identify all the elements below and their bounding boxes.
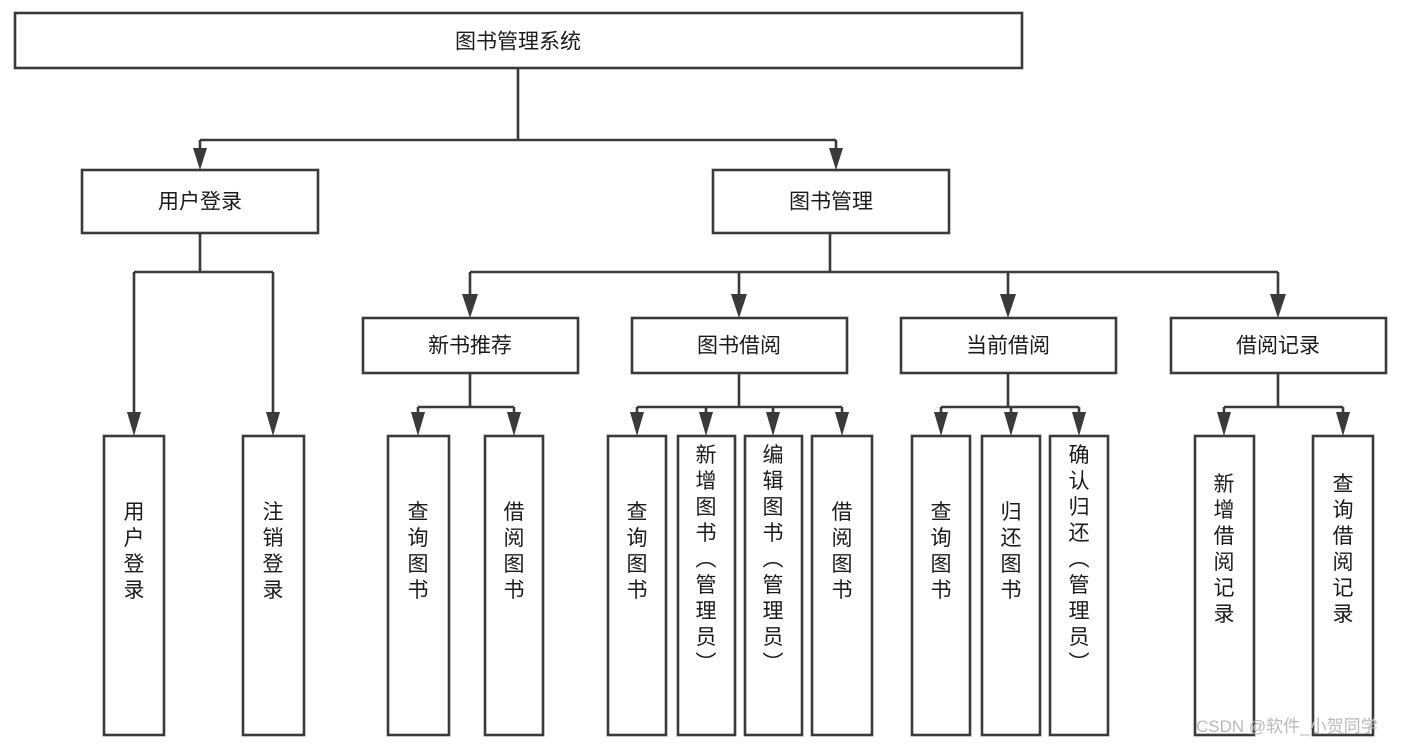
- arrow-head-leaf-logout: [266, 412, 280, 436]
- node-new-book-recommend-box[interactable]: [361, 316, 580, 375]
- arrow-head-borrow-records: [1270, 294, 1286, 318]
- node-leaf-logout-box[interactable]: [241, 434, 306, 737]
- node-leaf-borrow-book-1-box[interactable]: [483, 434, 545, 737]
- node-leaf-query-book-2-box[interactable]: [606, 434, 668, 737]
- node-leaf-query-borrow-record[interactable]: 查询借阅记录: [1311, 434, 1375, 737]
- arrow-head-new-book-recommend: [462, 294, 478, 318]
- node-book-management-label: 图书管理: [789, 191, 873, 214]
- node-leaf-confirm-return[interactable]: 确认归还︵管理员︶: [1048, 434, 1110, 737]
- node-leaf-edit-book-box[interactable]: [743, 434, 804, 737]
- arrow-head-current-borrow: [1000, 294, 1016, 318]
- node-book-borrow[interactable]: 图书借阅: [630, 316, 849, 375]
- node-book-borrow-box[interactable]: [630, 316, 849, 375]
- node-leaf-user-login-box[interactable]: [102, 434, 166, 737]
- arrow-head-leaf-query-borrow-record: [1336, 412, 1350, 436]
- arrow-head-book-borrow: [731, 294, 747, 318]
- connector-layer: [127, 68, 1350, 436]
- arrow-head-leaf-query-book-3: [934, 412, 948, 436]
- arrow-head-leaf-confirm-return: [1072, 412, 1086, 436]
- node-leaf-logout-label: 注销登录: [263, 501, 284, 602]
- node-leaf-return-book-label: 归还图书: [1001, 501, 1022, 602]
- node-leaf-query-book-2[interactable]: 查询图书: [606, 434, 668, 737]
- node-user-login-label: 用户登录: [158, 191, 242, 214]
- node-leaf-query-book-1-box[interactable]: [386, 434, 451, 737]
- node-leaf-query-book-2-label: 查询图书: [627, 501, 648, 602]
- node-leaf-query-book-1[interactable]: 查询图书: [386, 434, 451, 737]
- node-leaf-borrow-book-2-box[interactable]: [810, 434, 874, 737]
- node-leaf-add-book-label: 新增图书︵管理员︶: [696, 444, 717, 675]
- node-leaf-query-borrow-record-box[interactable]: [1311, 434, 1375, 737]
- node-root-box[interactable]: [13, 11, 1024, 70]
- node-borrow-records-box[interactable]: [1169, 316, 1388, 375]
- node-borrow-records[interactable]: 借阅记录: [1169, 316, 1388, 375]
- node-new-book-recommend-label: 新书推荐: [428, 335, 512, 358]
- arrow-head-leaf-return-book: [1004, 412, 1018, 436]
- node-leaf-add-book[interactable]: 新增图书︵管理员︶: [676, 434, 737, 737]
- node-leaf-borrow-book-2[interactable]: 借阅图书: [810, 434, 874, 737]
- node-leaf-edit-book[interactable]: 编辑图书︵管理员︶: [743, 434, 804, 737]
- node-leaf-confirm-return-box[interactable]: [1048, 434, 1110, 737]
- node-current-borrow-box[interactable]: [899, 316, 1118, 375]
- node-leaf-query-book-1-label: 查询图书: [408, 501, 429, 602]
- node-user-login-box[interactable]: [80, 168, 320, 235]
- csdn-watermark: CSDN @软件_小贺同学: [1196, 717, 1378, 736]
- arrow-head-leaf-query-book-1: [411, 412, 425, 436]
- node-leaf-logout[interactable]: 注销登录: [241, 434, 306, 737]
- node-leaf-query-borrow-record-label: 查询借阅记录: [1333, 473, 1354, 626]
- node-user-login[interactable]: 用户登录: [80, 168, 320, 235]
- node-leaf-borrow-book-1[interactable]: 借阅图书: [483, 434, 545, 737]
- node-root[interactable]: 图书管理系统: [13, 11, 1024, 70]
- node-leaf-user-login[interactable]: 用户登录: [102, 434, 166, 737]
- node-current-borrow[interactable]: 当前借阅: [899, 316, 1118, 375]
- node-current-borrow-label: 当前借阅: [966, 335, 1050, 358]
- arrow-head-leaf-borrow-book-2: [835, 412, 849, 436]
- node-leaf-add-borrow-record[interactable]: 新增借阅记录: [1193, 434, 1256, 737]
- arrow-head-leaf-borrow-book-1: [507, 412, 521, 436]
- node-leaf-add-book-box[interactable]: [676, 434, 737, 737]
- node-book-management-box[interactable]: [711, 168, 951, 235]
- node-leaf-add-borrow-record-label: 新增借阅记录: [1214, 473, 1235, 626]
- node-leaf-user-login-label: 用户登录: [124, 501, 145, 602]
- arrow-head-leaf-add-borrow-record: [1217, 412, 1231, 436]
- node-leaf-query-book-3[interactable]: 查询图书: [910, 434, 972, 737]
- arrow-head-leaf-add-book: [699, 412, 713, 436]
- arrow-head-leaf-edit-book: [766, 412, 780, 436]
- node-leaf-add-borrow-record-box[interactable]: [1193, 434, 1256, 737]
- node-leaf-borrow-book-1-label: 借阅图书: [504, 501, 525, 602]
- arrow-head-leaf-query-book-2: [630, 412, 644, 436]
- node-leaf-query-book-3-label: 查询图书: [931, 501, 952, 602]
- node-leaf-edit-book-label: 编辑图书︵管理员︶: [763, 444, 784, 675]
- node-leaf-borrow-book-2-label: 借阅图书: [832, 501, 853, 602]
- node-leaf-confirm-return-label: 确认归还︵管理员︶: [1069, 444, 1090, 675]
- arrow-head-leaf-user-login: [127, 412, 141, 436]
- node-book-borrow-label: 图书借阅: [697, 335, 781, 358]
- node-leaf-return-book[interactable]: 归还图书: [980, 434, 1042, 737]
- node-borrow-records-label: 借阅记录: [1236, 335, 1320, 358]
- node-new-book-recommend[interactable]: 新书推荐: [361, 316, 580, 375]
- arrow-head-book-management: [829, 148, 843, 170]
- node-book-management[interactable]: 图书管理: [711, 168, 951, 235]
- node-root-label: 图书管理系统: [455, 31, 581, 54]
- arrow-head-user-login: [193, 148, 207, 170]
- node-leaf-query-book-3-box[interactable]: [910, 434, 972, 737]
- node-leaf-return-book-box[interactable]: [980, 434, 1042, 737]
